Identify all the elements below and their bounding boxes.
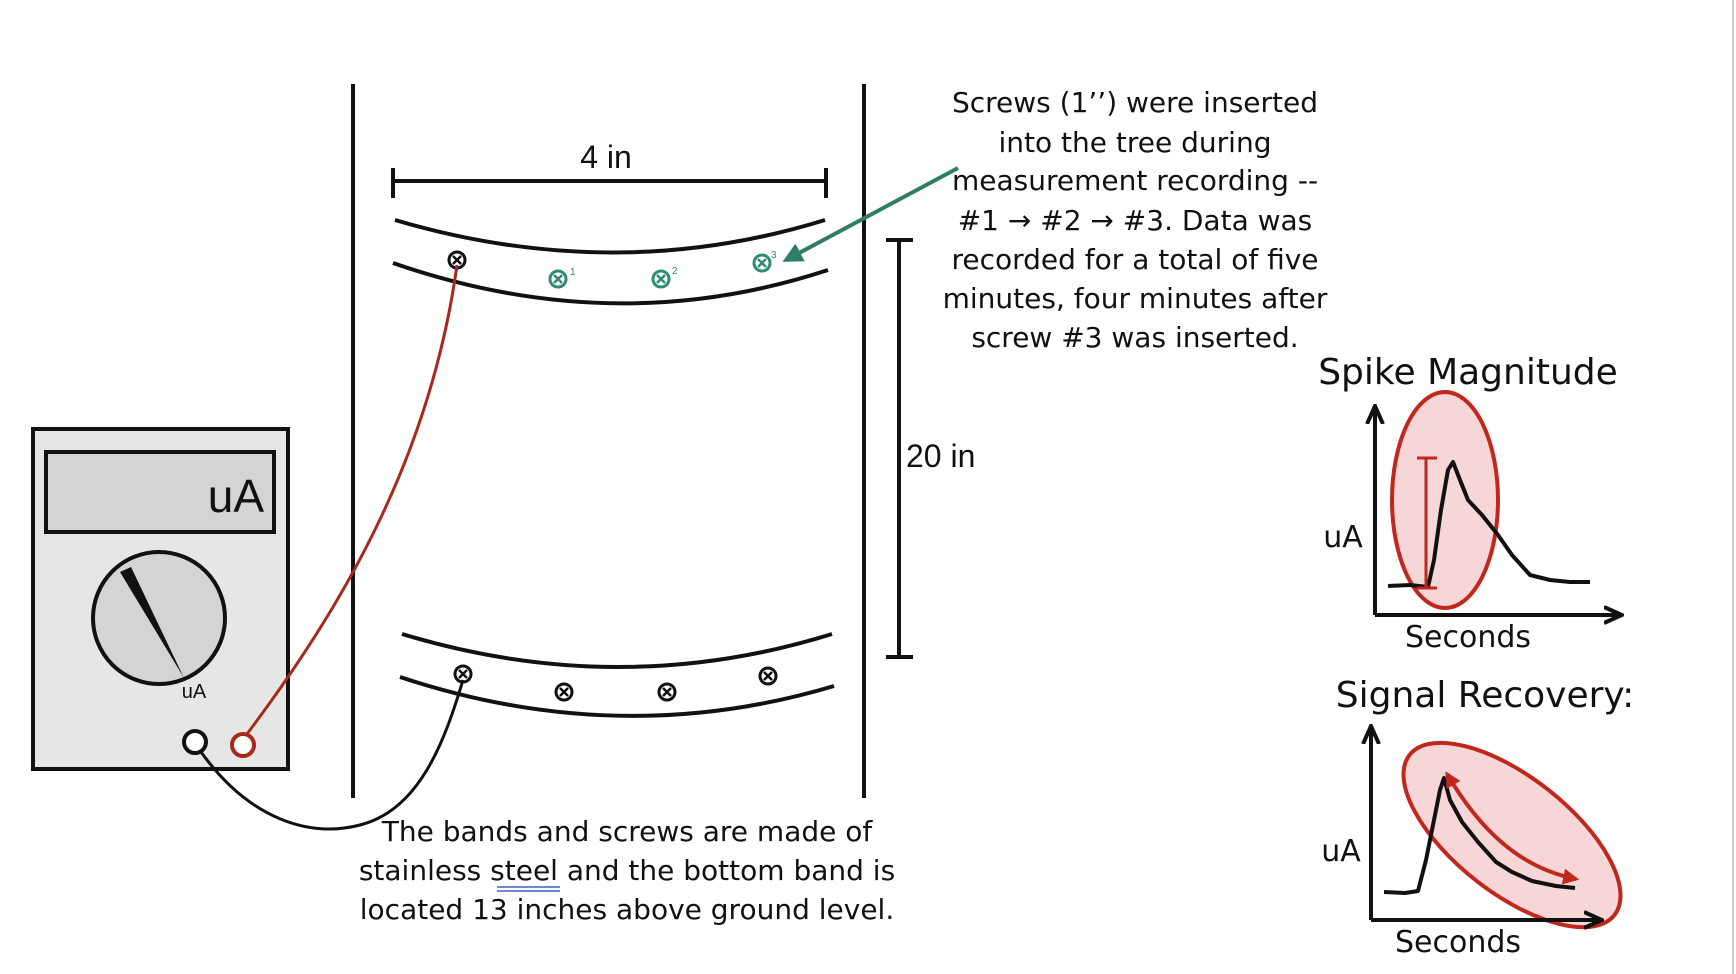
red-lead-wire: [245, 264, 459, 735]
screw-icon: [554, 682, 574, 702]
height-label: 20 in: [906, 438, 975, 474]
spike-graph-title: Spike Magnitude: [1318, 352, 1618, 393]
screw-2-number: 2: [672, 266, 678, 277]
screws-note: Screws (1’’) were inserted into the tree…: [943, 86, 1328, 354]
screw-icon: [758, 666, 778, 686]
screws-note-line-7: screw #3 was inserted.: [971, 321, 1298, 354]
spike-highlight: [1390, 390, 1500, 610]
height-dimension: 20 in: [886, 238, 975, 659]
screw-pointer-arrow: [782, 166, 959, 262]
spike-magnitude-graph: Spike Magnitude uA Seconds: [1318, 352, 1620, 655]
screws-note-line-3: measurement recording --: [952, 164, 1318, 197]
screw-3-number: 3: [771, 250, 777, 261]
recovery-graph-title: Signal Recovery:: [1336, 675, 1634, 716]
width-dimension: 4 in: [391, 139, 828, 198]
signal-recovery-graph: Signal Recovery: uA Seconds: [1321, 675, 1634, 960]
bottom-band-screws: [453, 664, 778, 702]
bands-note-line-1: The bands and screws are made of: [381, 815, 874, 848]
recovery-graph-xlabel: Seconds: [1395, 925, 1521, 960]
recovery-highlight: [1401, 740, 1623, 930]
screws-note-line-2: into the tree during: [999, 126, 1272, 159]
screws-note-line-4: #1 → #2 → #3. Data was: [958, 204, 1313, 237]
bands-note-line-2: stainless steel and the bottom band is: [359, 854, 895, 887]
multimeter-display: [44, 450, 276, 534]
recovery-trend-arrow: [1445, 771, 1580, 885]
screw-icon: [453, 664, 473, 684]
screw-2-icon: 2: [651, 266, 678, 289]
tree-trunk: [351, 84, 866, 798]
screw-1-number: 1: [570, 267, 576, 278]
screw-1-icon: 1: [548, 267, 576, 289]
black-probe-jack: [182, 729, 208, 755]
width-label: 4 in: [580, 139, 632, 175]
screw-icon: [657, 682, 677, 702]
spike-curve: [1387, 460, 1590, 589]
bands-note-line-3: located 13 inches above ground level.: [360, 893, 894, 926]
black-lead-wire: [199, 679, 465, 831]
screw-3-icon: 3: [752, 250, 777, 273]
screws-note-line-6: minutes, four minutes after: [943, 282, 1328, 315]
display-unit: uA: [208, 470, 265, 522]
spike-graph-ylabel: uA: [1323, 520, 1363, 555]
top-band-screws: 1 2 3: [447, 250, 777, 289]
dial-knob-icon: [91, 550, 227, 686]
dial-label: uA: [182, 681, 207, 703]
screws-note-line-5: recorded for a total of five: [951, 243, 1318, 276]
screws-note-line-1: Screws (1’’) were inserted: [952, 86, 1318, 119]
spike-graph-xlabel: Seconds: [1405, 620, 1531, 655]
dial-needle: [120, 567, 184, 678]
recovery-graph-ylabel: uA: [1321, 834, 1361, 869]
red-probe-jack: [230, 732, 256, 758]
bands-note: The bands and screws are made of stainle…: [359, 815, 895, 926]
multimeter: uA uA: [31, 427, 290, 771]
